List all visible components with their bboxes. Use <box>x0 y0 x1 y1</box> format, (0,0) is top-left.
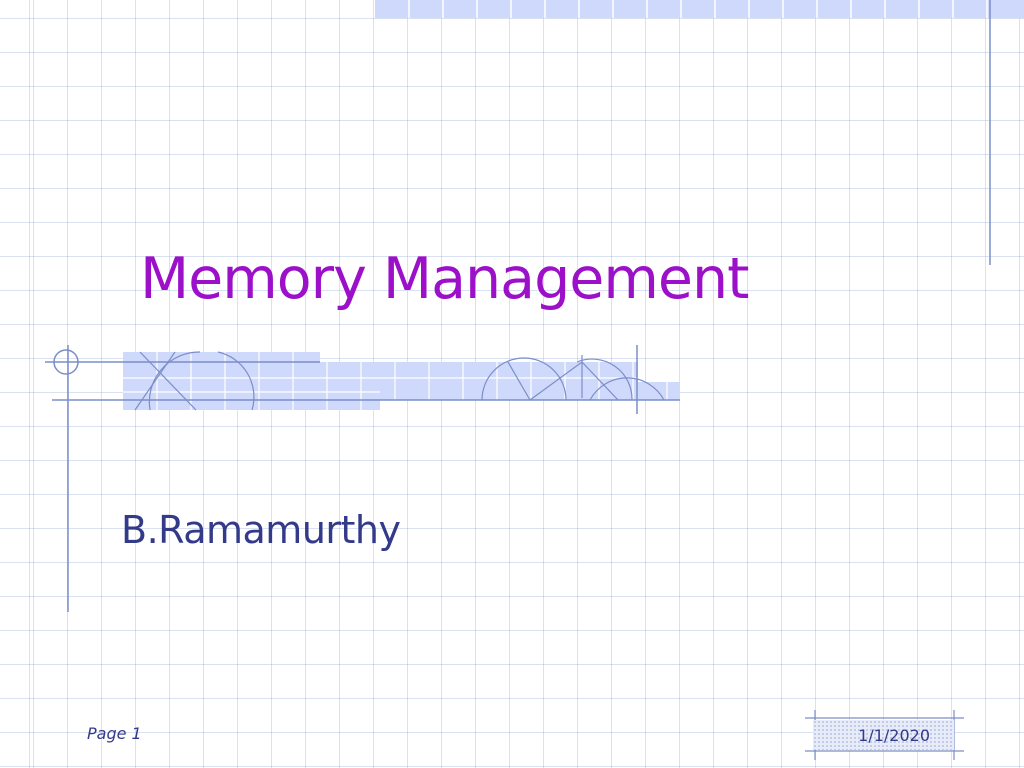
page-number: Page 1 <box>87 724 142 743</box>
top-band <box>375 0 1024 18</box>
date-text: 1/1/2020 <box>858 725 930 745</box>
top-band-gridlines <box>408 0 988 18</box>
slide-title: Memory Management <box>140 246 749 312</box>
band-gridlines <box>123 352 668 410</box>
date-box: 1/1/2020 <box>813 720 954 750</box>
slide-subtitle-author: B.Ramamurthy <box>121 508 401 552</box>
drafting-lines <box>45 345 680 612</box>
title-underline-band <box>123 352 680 410</box>
compass-arcs <box>134 351 665 411</box>
